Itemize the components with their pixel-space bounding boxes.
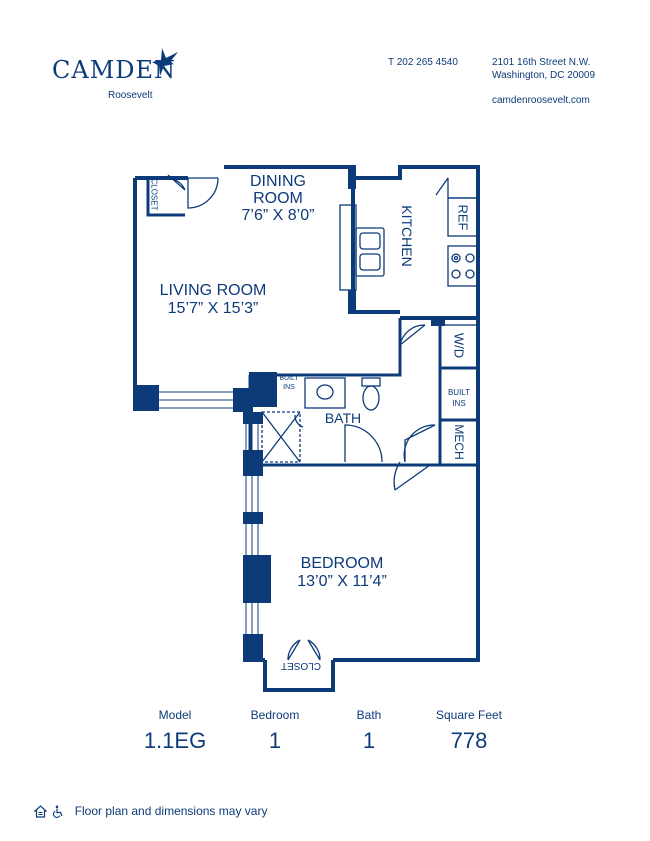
- bedroom-value: 1: [268, 728, 282, 753]
- sqft-value: 778: [450, 728, 488, 753]
- mech-label: MECH: [452, 424, 466, 460]
- bath-stat: Bath 1: [329, 708, 409, 754]
- bedroom-dimensions: 13’0” X 11’4”: [297, 573, 387, 590]
- bedroom-stat: Bedroom 1: [235, 708, 315, 754]
- accessibility-icon: [53, 805, 63, 819]
- bath-label: BATH: [324, 410, 362, 426]
- sqft-stat: Square Feet 778: [424, 708, 514, 754]
- address-line-2: Washington, DC 20009: [492, 70, 596, 81]
- built-ins-label-2: BUILT INS: [443, 387, 475, 409]
- built-ins-2-line-2: INS: [452, 399, 466, 408]
- bath-value: 1: [362, 728, 376, 753]
- closet-label-1: CLOSET: [149, 178, 159, 211]
- community-name: Roosevelt: [108, 90, 153, 101]
- footer-disclaimer: Floor plan and dimensions may vary: [34, 804, 268, 819]
- disclaimer-text: Floor plan and dimensions may vary: [74, 804, 268, 818]
- unit-stats: Model 1.1EG Bedroom 1 Bath 1 Square Feet…: [0, 708, 650, 768]
- bedroom-label: BEDROOM 13’0” X 11’4”: [282, 555, 402, 591]
- built-ins-1-line-1: BUILT: [279, 375, 299, 382]
- phone-number[interactable]: T 202 265 4540: [388, 57, 458, 68]
- address-line-1: 2101 16th Street N.W.: [492, 57, 591, 68]
- model-stat: Model 1.1EG: [135, 708, 215, 754]
- model-heading: Model: [158, 708, 192, 722]
- bedroom-name: BEDROOM: [300, 555, 384, 572]
- living-room-name: LIVING ROOM: [159, 282, 267, 299]
- bath-heading: Bath: [356, 708, 382, 722]
- kitchen-label: KITCHEN: [399, 205, 415, 267]
- closet-label-2: CLOSET: [281, 660, 322, 671]
- website-link[interactable]: camdenroosevelt.com: [492, 95, 590, 106]
- living-room-label: LIVING ROOM 15’7” X 15’3”: [148, 282, 278, 318]
- built-ins-label-1: BUILT INS: [275, 374, 303, 392]
- brand-name: Camden: [52, 56, 177, 84]
- equal-housing-icon: [34, 805, 47, 818]
- dining-room-name: DINING: [250, 173, 306, 190]
- dining-room-dimensions: 7’6” X 8’0”: [241, 207, 315, 224]
- ref-label: REF: [455, 204, 471, 231]
- model-value: 1.1EG: [143, 728, 207, 753]
- hummingbird-icon: [152, 48, 178, 76]
- bedroom-heading: Bedroom: [250, 708, 300, 722]
- built-ins-1-line-2: INS: [283, 384, 295, 391]
- sqft-heading: Square Feet: [435, 708, 503, 722]
- built-ins-2-line-1: BUILT: [447, 388, 471, 397]
- dining-room-name-2: ROOM: [253, 190, 303, 207]
- dining-room-label: DINING ROOM 7’6” X 8’0”: [228, 173, 328, 224]
- washer-dryer-label: W/D: [451, 332, 467, 359]
- living-room-dimensions: 15’7” X 15’3”: [167, 300, 259, 317]
